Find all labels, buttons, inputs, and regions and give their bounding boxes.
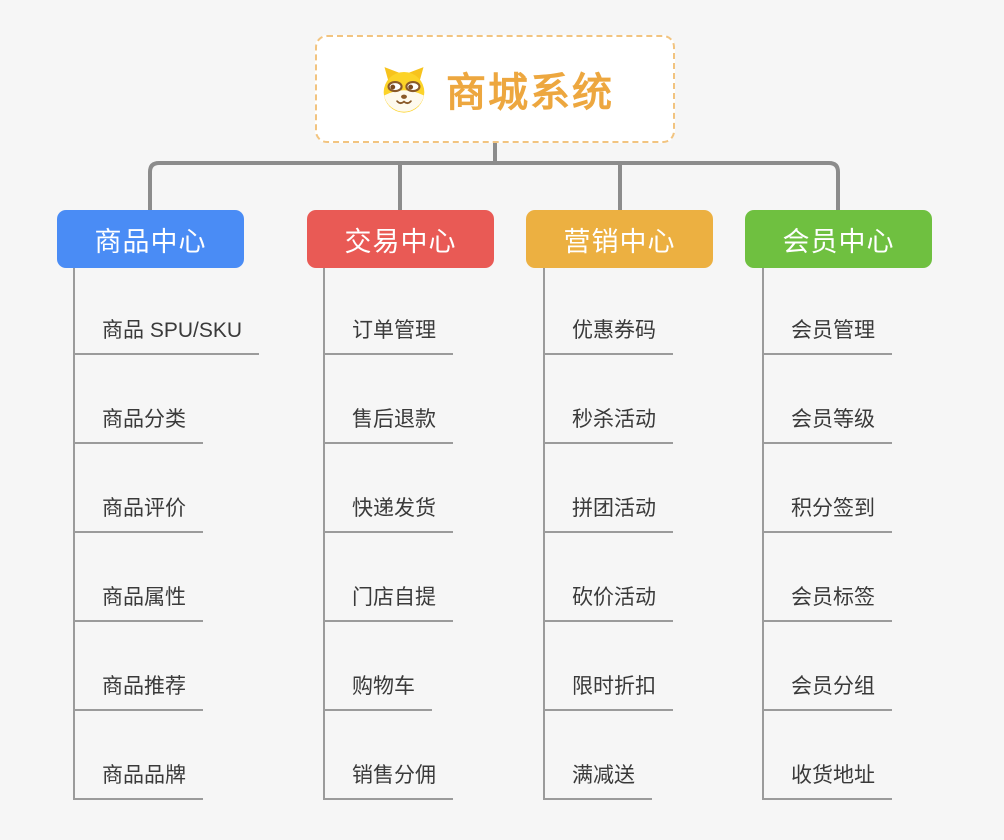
child-node[interactable]: 收货地址 bbox=[764, 759, 892, 800]
branch-label: 商品中心 bbox=[94, 226, 207, 257]
branch-label: 交易中心 bbox=[344, 226, 457, 257]
child-node[interactable]: 限时折扣 bbox=[545, 670, 673, 711]
branch-node-member-center[interactable]: 会员中心 bbox=[745, 210, 932, 268]
dog-mascot-icon bbox=[383, 67, 425, 113]
branch-label: 营销中心 bbox=[563, 226, 676, 257]
branch-node-goods-center[interactable]: 商品中心 bbox=[57, 210, 244, 268]
child-node[interactable]: 会员等级 bbox=[764, 403, 892, 444]
branch-bus-line bbox=[148, 161, 840, 210]
child-node[interactable]: 售后退款 bbox=[325, 403, 453, 444]
child-node[interactable]: 商品推荐 bbox=[75, 670, 203, 711]
root-title: 商城系统 bbox=[446, 71, 614, 115]
child-node[interactable]: 商品评价 bbox=[75, 492, 203, 533]
child-node[interactable]: 砍价活动 bbox=[545, 581, 673, 622]
goods-children-column: 商品 SPU/SKU 商品分类 商品评价 商品属性 商品推荐 商品品牌 bbox=[73, 268, 315, 800]
child-node[interactable]: 门店自提 bbox=[325, 581, 453, 622]
child-node[interactable]: 积分签到 bbox=[764, 492, 892, 533]
member-children-column: 会员管理 会员等级 积分签到 会员标签 会员分组 收货地址 bbox=[762, 268, 1004, 800]
trade-children-column: 订单管理 售后退款 快递发货 门店自提 购物车 销售分佣 bbox=[323, 268, 565, 800]
child-node[interactable]: 商品品牌 bbox=[75, 759, 203, 800]
child-node[interactable]: 商品 SPU/SKU bbox=[75, 314, 260, 355]
child-node[interactable]: 会员标签 bbox=[764, 581, 892, 622]
child-node[interactable]: 订单管理 bbox=[325, 314, 453, 355]
child-node[interactable]: 会员管理 bbox=[764, 314, 892, 355]
child-node[interactable]: 拼团活动 bbox=[545, 492, 673, 533]
branch-node-trade-center[interactable]: 交易中心 bbox=[307, 210, 494, 268]
marketing-children-column: 优惠券码 秒杀活动 拼团活动 砍价活动 限时折扣 满减送 bbox=[543, 268, 785, 800]
child-node[interactable]: 优惠券码 bbox=[545, 314, 673, 355]
branch-node-marketing-center[interactable]: 营销中心 bbox=[526, 210, 713, 268]
child-node[interactable]: 快递发货 bbox=[325, 492, 453, 533]
root-node[interactable]: 商城系统 bbox=[315, 35, 675, 143]
child-node[interactable]: 商品属性 bbox=[75, 581, 203, 622]
child-node[interactable]: 满减送 bbox=[545, 759, 652, 800]
child-node[interactable]: 秒杀活动 bbox=[545, 403, 673, 444]
child-node[interactable]: 购物车 bbox=[325, 670, 432, 711]
child-node[interactable]: 会员分组 bbox=[764, 670, 892, 711]
child-node[interactable]: 商品分类 bbox=[75, 403, 203, 444]
child-node[interactable]: 销售分佣 bbox=[325, 759, 453, 800]
branch-label: 会员中心 bbox=[782, 226, 895, 257]
